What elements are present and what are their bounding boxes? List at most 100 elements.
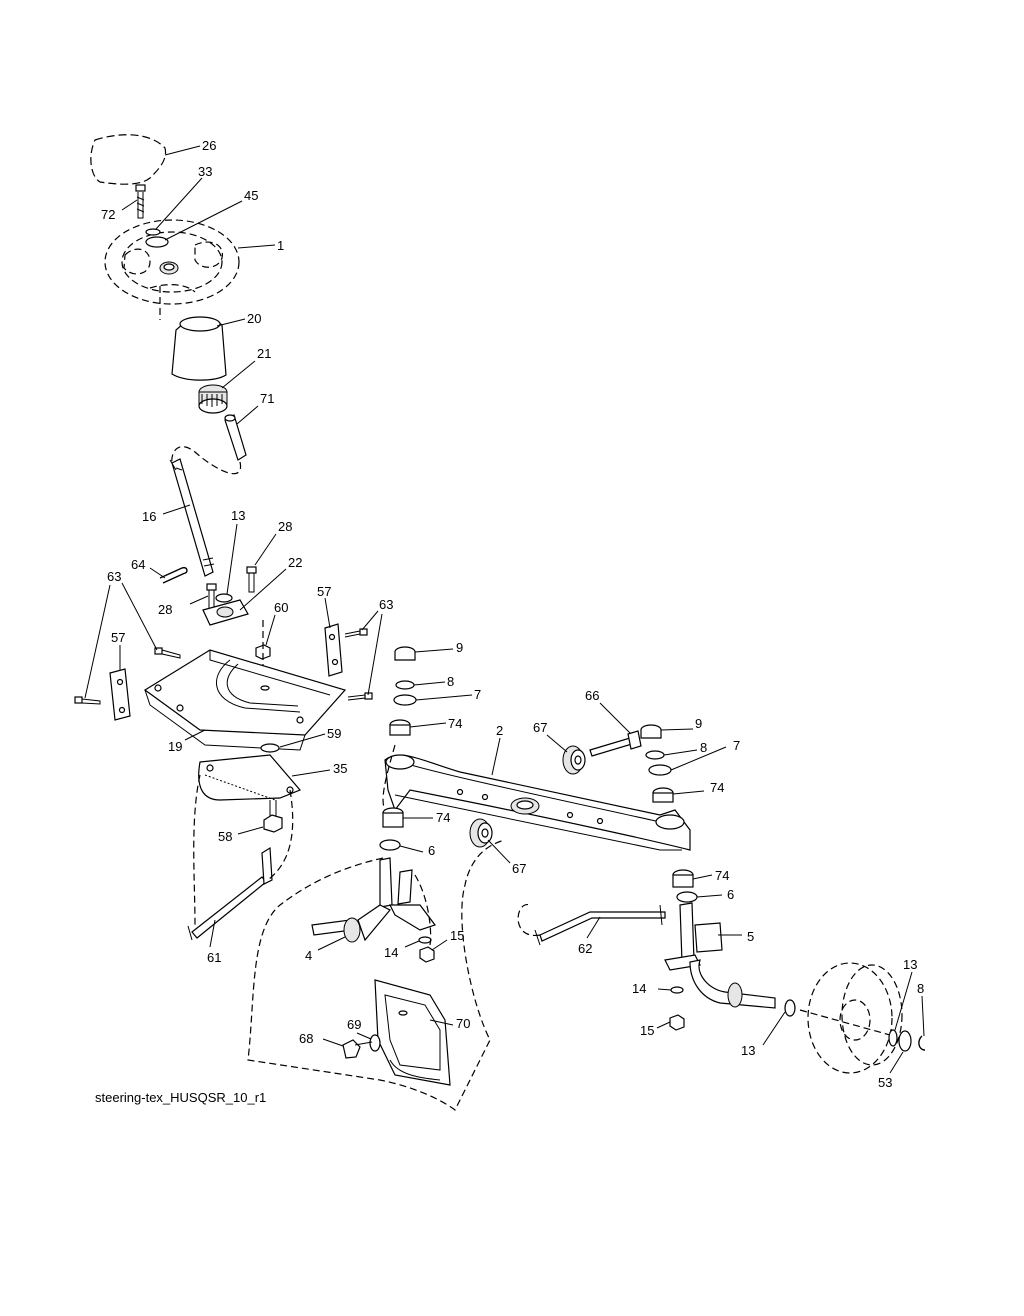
leader-58	[237, 826, 264, 835]
callout-15: 15	[640, 1023, 654, 1038]
callout-21: 21	[257, 346, 271, 361]
part-68-bolt	[342, 1039, 373, 1059]
part-63-screw-2	[154, 647, 181, 659]
leader-71	[236, 405, 259, 425]
part-26-cap	[90, 134, 167, 185]
leader-8a	[413, 681, 446, 686]
leader-9b	[660, 728, 694, 731]
part-57-bracket-left	[109, 668, 131, 721]
part-60-nut	[255, 644, 271, 660]
part-69-washer	[369, 1034, 381, 1052]
part-2-front-axle	[384, 754, 691, 851]
callout-62: 62	[578, 941, 592, 956]
callout-4: 4	[305, 948, 312, 963]
leader-4	[317, 936, 346, 951]
leader-15a	[431, 939, 448, 951]
diagram-caption: steering-tex_HUSQSR_10_r1	[95, 1090, 267, 1105]
leader-63a-2	[84, 584, 111, 699]
callout-7: 7	[474, 687, 481, 702]
part-14-washer-left	[418, 936, 432, 944]
leader-28b	[189, 595, 209, 605]
leader-26	[164, 145, 201, 156]
part-15-nut-right	[669, 1014, 685, 1031]
leader-61	[209, 919, 216, 948]
callout-60: 60	[274, 600, 288, 615]
part-33-lock-washer	[145, 228, 161, 236]
leader-lines	[84, 145, 925, 1074]
leader-28a	[254, 533, 277, 566]
part-8-ring-left	[395, 680, 415, 690]
leader-63b	[361, 610, 379, 631]
part-8-ring-wheel	[918, 1035, 926, 1051]
part-67-spacer-top	[562, 745, 586, 775]
part-64-clip	[159, 566, 188, 584]
callout-74: 74	[715, 868, 729, 883]
part-28-screw-left	[206, 583, 217, 611]
part-62-tie-rod	[534, 904, 666, 946]
part-6-washer-right	[676, 891, 698, 903]
callout-74: 74	[710, 780, 724, 795]
part-7-washer-left	[393, 694, 417, 706]
callout-67: 67	[512, 861, 526, 876]
part-15-nut-left	[419, 946, 435, 963]
wheel-hub	[159, 261, 179, 275]
callout-59: 59	[327, 726, 341, 741]
leader-57a	[324, 597, 331, 629]
part-13-washer-top	[215, 593, 233, 603]
callout-13: 13	[741, 1043, 755, 1058]
leader-66	[599, 702, 631, 734]
leader-62	[586, 916, 601, 939]
callout-labels: 26 33 45 72 1 20 21 71 16 13 28 64 22 63…	[101, 138, 924, 1090]
leader-67b	[487, 839, 511, 864]
callout-69: 69	[347, 1017, 361, 1032]
callout-14: 14	[632, 981, 646, 996]
leader-20	[216, 318, 246, 327]
part-72-screw	[135, 184, 146, 219]
callout-57: 57	[317, 584, 331, 599]
part-5-right-spindle	[664, 902, 776, 1009]
leader-69	[356, 1032, 372, 1040]
leader-74d	[692, 874, 713, 880]
callout-9: 9	[695, 716, 702, 731]
callout-74: 74	[448, 716, 462, 731]
part-53-washer	[898, 1030, 912, 1052]
leader-53	[889, 1051, 904, 1074]
leader-63b-2	[367, 613, 383, 696]
part-19-steering-plate	[143, 649, 347, 751]
callout-20: 20	[247, 311, 261, 326]
leader-8c	[921, 995, 925, 1037]
leader-70	[429, 1019, 454, 1026]
leader-63a	[121, 582, 158, 651]
part-74-bushing-left-top	[389, 719, 411, 736]
callout-35: 35	[333, 761, 347, 776]
leader-21	[221, 360, 256, 389]
callout-58: 58	[218, 829, 232, 844]
callout-13: 13	[231, 508, 245, 523]
leader-14a	[404, 940, 420, 948]
callout-63: 63	[379, 597, 393, 612]
leader-19	[184, 729, 206, 741]
callout-5: 5	[747, 929, 754, 944]
part-9-cap-right	[640, 724, 662, 739]
part-1-steering-wheel	[104, 219, 240, 305]
leader-6b	[696, 894, 723, 898]
part-22-flange	[202, 599, 249, 626]
leader-13c	[762, 1011, 786, 1046]
leader-1	[237, 244, 276, 249]
leader-15b	[656, 1021, 671, 1029]
leader-45	[164, 200, 243, 241]
part-59-washer	[260, 743, 280, 753]
callout-14: 14	[384, 945, 398, 960]
leader-74a	[409, 722, 447, 728]
part-74-bushing-right-top	[652, 787, 674, 803]
part-71-shaft	[224, 414, 247, 461]
leader-22	[239, 568, 287, 611]
callout-16: 16	[142, 509, 156, 524]
leader-13a	[226, 523, 238, 595]
leader-67a	[546, 734, 568, 753]
part-61-drag-link	[187, 846, 273, 941]
callout-6: 6	[727, 887, 734, 902]
part-35-sector-gear	[198, 754, 302, 801]
part-28-screw-right	[246, 566, 257, 593]
part-16-steering-shaft	[169, 458, 215, 577]
